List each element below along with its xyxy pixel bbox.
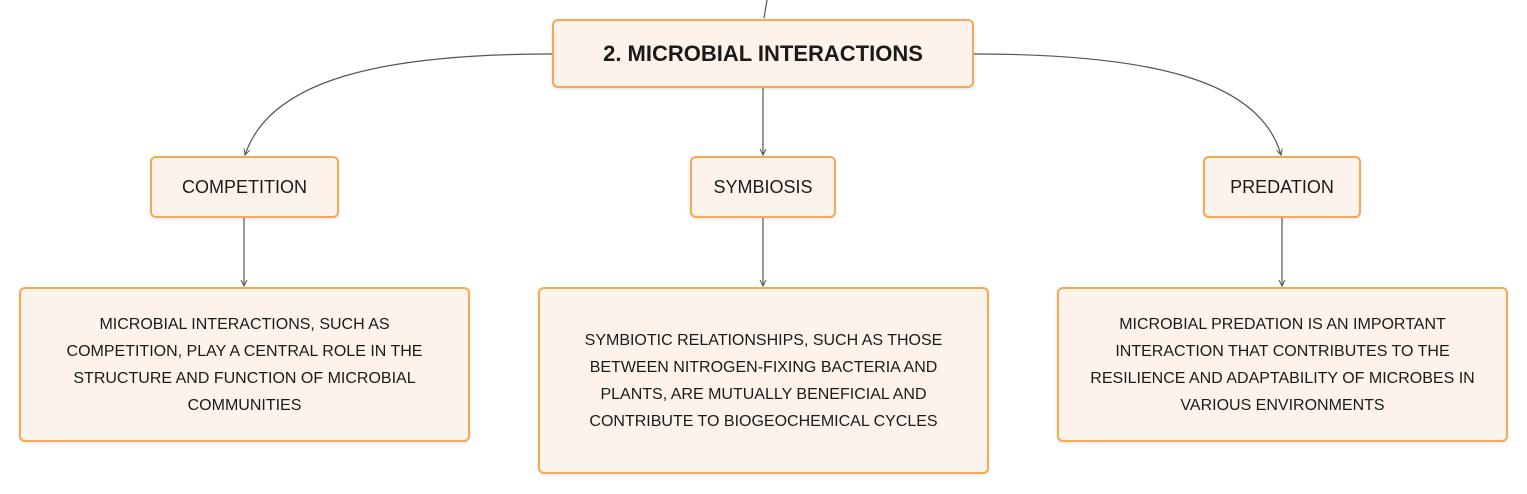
detail-predation-text: MICROBIAL PREDATION IS AN IMPORTANT INTE… [1090,315,1475,414]
root-node-label: 2. MICROBIAL INTERACTIONS [603,40,923,66]
root-node[interactable]: 2. MICROBIAL INTERACTIONS [552,19,974,88]
node-symbiosis-label: SYMBIOSIS [713,176,813,197]
node-competition-label: COMPETITION [182,176,307,197]
node-predation-label: PREDATION [1230,176,1334,197]
connector-root-predation [973,53,1281,155]
detail-symbiosis[interactable]: SYMBIOTIC RELATIONSHIPS, SUCH AS THOSE B… [538,287,989,474]
detail-predation[interactable]: MICROBIAL PREDATION IS AN IMPORTANT INTE… [1057,287,1508,442]
detail-symbiosis-text: SYMBIOTIC RELATIONSHIPS, SUCH AS THOSE B… [584,331,943,430]
node-competition[interactable]: COMPETITION [150,156,339,218]
detail-competition-text: MICROBIAL INTERACTIONS, SUCH AS COMPETIT… [66,315,423,414]
node-symbiosis[interactable]: SYMBIOSIS [690,156,836,218]
connector-incoming [763,0,768,19]
connector-root-competition [245,53,553,155]
detail-competition[interactable]: MICROBIAL INTERACTIONS, SUCH AS COMPETIT… [19,287,470,442]
node-predation[interactable]: PREDATION [1203,156,1361,218]
